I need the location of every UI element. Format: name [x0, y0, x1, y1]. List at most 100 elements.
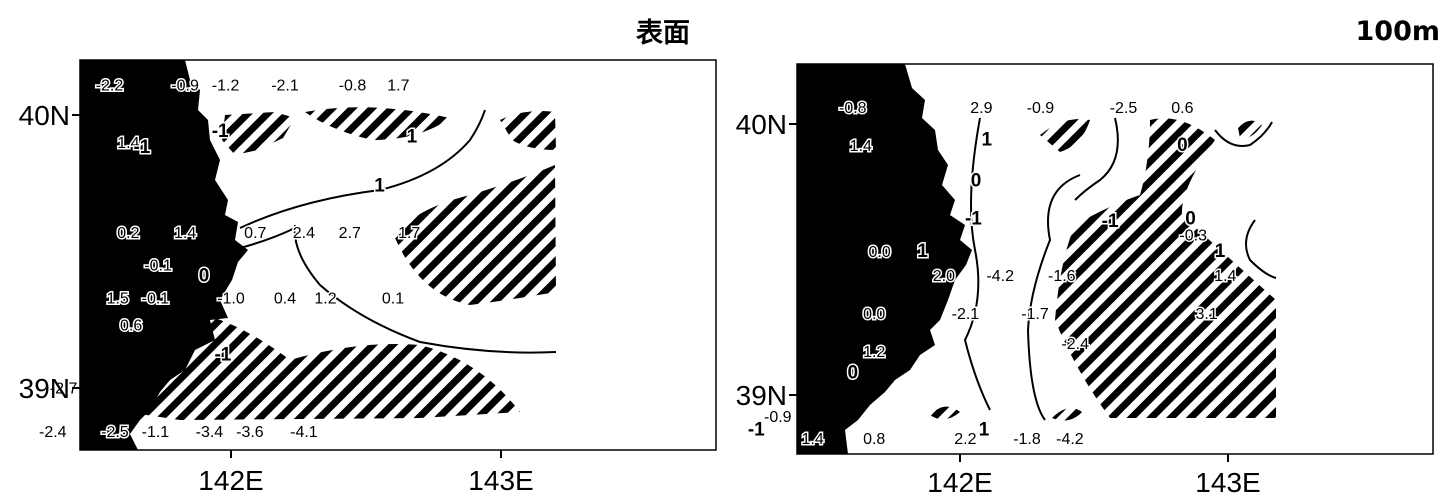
observation-value: 2.4	[293, 225, 315, 242]
hatched-area-south	[140, 318, 520, 420]
hatched-area-center	[1055, 118, 1276, 418]
observation-value: 0.2	[117, 225, 139, 242]
observation-value: -1.8	[1013, 431, 1041, 448]
observation-values: -0.8 2.9 -0.9 -2.5 0.6 1.4 -0.3 0.0 2.0 -4.2 -1.6 1…	[763, 99, 1239, 450]
observation-value: 0.7	[244, 225, 266, 242]
lon-label-143e: 143E	[1195, 467, 1260, 498]
observation-value: -0.8	[339, 77, 367, 94]
contour-line	[293, 224, 557, 354]
observation-value: 1.2	[863, 344, 885, 361]
observation-value: 0.0	[868, 244, 890, 261]
observation-value: -3.4	[196, 424, 224, 441]
contour-line	[239, 109, 486, 229]
lat-label-40n: 40N	[19, 100, 70, 131]
observation-value: -0.1	[142, 290, 170, 307]
observation-value: 2.0	[933, 268, 955, 285]
lat-label-39n: 39N	[736, 380, 787, 411]
hatched-area-south-mid	[1052, 408, 1082, 421]
lat-label-39n: 39N	[19, 373, 70, 404]
land-mass	[797, 64, 972, 454]
observation-value: -0.9	[1027, 100, 1055, 117]
observation-value: -1.2	[212, 77, 240, 94]
observation-value: 1.7	[398, 225, 420, 242]
contour-value-label: 0	[1185, 208, 1196, 229]
lat-label-40n: 40N	[736, 109, 787, 140]
hatched-area-northeast-small	[1238, 120, 1262, 139]
lon-label-143e: 143E	[468, 465, 533, 496]
observation-value: 2.2	[954, 431, 976, 448]
observation-value: 1.2	[314, 290, 336, 307]
contour-line	[963, 117, 991, 411]
observation-value: 1.4	[1214, 268, 1236, 285]
contour-line	[239, 227, 296, 249]
contour-line	[1026, 174, 1081, 421]
contour-value-label: 0	[1177, 135, 1188, 156]
observation-value: 0.6	[120, 318, 142, 335]
observation-value: 0.1	[382, 290, 404, 307]
contour-value-label: -1	[748, 420, 765, 441]
contour-line	[1245, 219, 1277, 279]
observation-value: -1.0	[217, 290, 245, 307]
contour-value-label: 1	[374, 175, 385, 196]
map-panel-100m: -0.8 2.9 -0.9 -2.5 0.6 1.4 -0.3 0.0 2.0 -4.2 -1.6 1…	[736, 16, 1440, 498]
hatched-area-east	[395, 165, 556, 305]
lon-label-142e: 142E	[198, 465, 263, 496]
observation-value: 0.0	[863, 306, 885, 323]
observation-value: -2.4	[1061, 336, 1089, 353]
contour-value-label: -1	[133, 137, 150, 158]
panel-title-100m: 100m	[1356, 16, 1441, 47]
contour-value-label: 0	[199, 266, 210, 287]
observation-value: -0.9	[171, 77, 199, 94]
contour-line	[1214, 121, 1273, 147]
observation-value: 1.5	[106, 290, 128, 307]
observation-value: 0.8	[863, 431, 885, 448]
contour-labels: -1 -1 1 1 0 -1	[132, 119, 419, 367]
observation-value: -2.5	[101, 424, 129, 441]
hatched-area-north-coast	[222, 112, 295, 155]
observation-value: -2.2	[96, 77, 124, 94]
observation-value: -1.1	[142, 424, 170, 441]
observation-value: -0.3	[1179, 228, 1207, 245]
observation-value: -4.2	[986, 268, 1014, 285]
hatched-area-north	[1040, 119, 1090, 152]
observation-value: -4.1	[290, 424, 318, 441]
observation-value: 1.4	[174, 225, 196, 242]
observation-value: -2.4	[39, 424, 67, 441]
contour-value-label: -1	[212, 121, 229, 142]
contour-value-label: -1	[965, 208, 982, 229]
observation-value: -4.2	[1056, 431, 1084, 448]
hatched-area-north-center	[305, 107, 450, 140]
map-frame	[796, 63, 1434, 455]
contour-value-label: 1	[917, 241, 928, 262]
contour-line	[1074, 117, 1119, 201]
observation-value: -2.7	[50, 381, 78, 398]
contour-value-label: 0	[971, 170, 982, 191]
observation-value: -2.5	[1110, 100, 1138, 117]
observation-value: 0.6	[1171, 100, 1193, 117]
lon-label-142e: 142E	[927, 467, 992, 498]
observation-value: 2.7	[339, 225, 361, 242]
contour-value-label: -1	[214, 345, 231, 366]
map-frame	[79, 59, 717, 451]
contour-value-label: 1	[982, 130, 993, 151]
observation-value: 1.7	[387, 77, 409, 94]
observation-value: -2.1	[271, 77, 299, 94]
observation-value: 3.1	[1195, 306, 1217, 323]
observation-value: -0.9	[764, 409, 792, 426]
observation-value: 2.9	[970, 100, 992, 117]
observation-value: -2.1	[952, 306, 980, 323]
observation-value: 1.4	[801, 431, 823, 448]
contour-value-label: 1	[407, 126, 418, 147]
contour-value-label: -1	[1102, 211, 1119, 232]
contour-value-label: 1	[1215, 241, 1226, 262]
observation-value: -0.8	[839, 100, 867, 117]
observation-value: -1.6	[1048, 268, 1076, 285]
observation-value: -0.1	[144, 258, 172, 275]
hatched-area-northeast	[500, 111, 556, 150]
hatched-area-south-left	[930, 406, 960, 420]
panel-title-surface: 表面	[636, 18, 690, 49]
contour-value-label: 0	[848, 363, 859, 384]
